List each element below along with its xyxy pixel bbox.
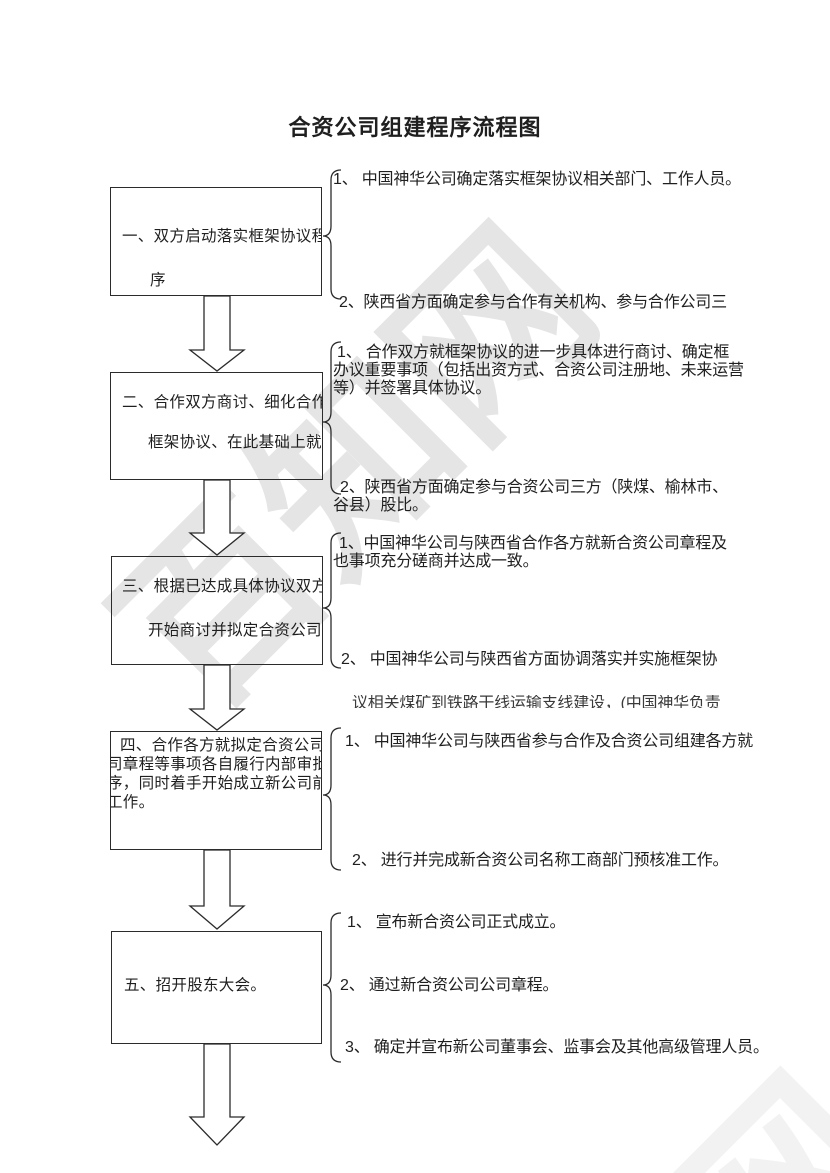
note-step4-item1: 1、 中国神华公司与陕西省参与合作及合资公司组建各方就 (345, 733, 753, 750)
note-step2-item2-line2: 谷县）股比。 (333, 497, 428, 514)
note-step5-item2: 2、 通过新合资公司公司章程。 (340, 977, 559, 994)
note-step4-item2: 2、 进行并完成新合资公司名称工商部门预核准工作。 (352, 852, 729, 869)
step-box-2-line: 框架协议、在此基础上就合 (148, 434, 323, 451)
flow-arrow-3 (188, 664, 246, 731)
step-box-5-line: 五、招开股东大会。 (124, 977, 267, 994)
note-step5-item3: 3、 确定并宣布新公司董事会、监事会及其他高级管理人员。 (345, 1039, 769, 1056)
note-step3-item1-line1: 1、中国神华公司与陕西省合作各方就新合资公司章程及 (339, 535, 727, 552)
flow-arrow-5 (188, 1043, 246, 1146)
brace-connector-5 (322, 912, 342, 1063)
step-box-3: 三、根据已达成具体协议双方 开始商讨并拟定合资公司章 (111, 556, 323, 665)
step-box-3-line: 开始商讨并拟定合资公司章 (148, 622, 323, 639)
brace-connector-2 (322, 341, 342, 495)
note-step2-item1-line1: 1、 合作双方就框架协议的进一步具体进行商讨、确定框 (337, 344, 730, 361)
note-step1-item1: 1、 中国神华公司确定落实框架协议相关部门、工作人员。 (333, 171, 741, 188)
note-step2-item2-line1: 2、陕西省方面确定参与合资公司三方（陕煤、榆林市、 (340, 479, 728, 496)
page-title: 合资公司组建程序流程图 (288, 115, 542, 140)
step-box-5: 五、招开股东大会。 (111, 931, 322, 1044)
brace-connector-3 (322, 532, 342, 669)
note-step2-item1-line2: 办议重要事项（包括出资方式、合资公司注册地、未来运营 (333, 362, 744, 379)
note-step1-item2: 2、陕西省方面确定参与合作有关机构、参与合作公司三 (339, 294, 727, 311)
flow-arrow-4 (188, 849, 246, 930)
flow-arrow-1 (188, 295, 246, 372)
step-box-4-line: 序，同时着手开始成立新公司前 (110, 775, 322, 792)
step-box-4-line: 四、合作各方就拟定合资公司 (120, 737, 322, 754)
flow-arrow-2 (188, 479, 246, 556)
step-box-3-line: 三、根据已达成具体协议双方 (122, 578, 323, 595)
note-step3-item2-line2: 议相关煤矿到铁路干线运输支线建设，(中国神华负责 (352, 695, 721, 708)
note-step2-item1-line3: 等）并签署具体协议。 (333, 380, 492, 397)
note-step3-item2-line1: 2、 中国神华公司与陕西省方面协调落实并实施框架协 (341, 651, 718, 668)
step-box-2: 二、合作双方商讨、细化合作 框架协议、在此基础上就合 (110, 372, 323, 480)
step-box-4: 四、合作各方就拟定合资公司 司章程等事项各自履行内部审批 序，同时着手开始成立新… (110, 731, 322, 850)
brace-connector-1 (322, 169, 342, 300)
note-step3-item1-line2: 也事项充分磋商并达成一致。 (333, 553, 539, 570)
step-box-4-line: 司章程等事项各自履行内部审批 (110, 756, 322, 773)
step-box-4-line: 工作。 (110, 794, 155, 811)
step-box-1-line: 序 (150, 272, 166, 289)
step-box-1-line: 一、双方启动落实框架协议程 (122, 228, 322, 245)
brace-connector-4 (322, 727, 342, 871)
note-step5-item1: 1、 宣布新合资公司正式成立。 (347, 914, 566, 931)
step-box-2-line: 二、合作双方商讨、细化合作 (122, 394, 323, 411)
step-box-1: 一、双方启动落实框架协议程 序 (110, 187, 322, 296)
